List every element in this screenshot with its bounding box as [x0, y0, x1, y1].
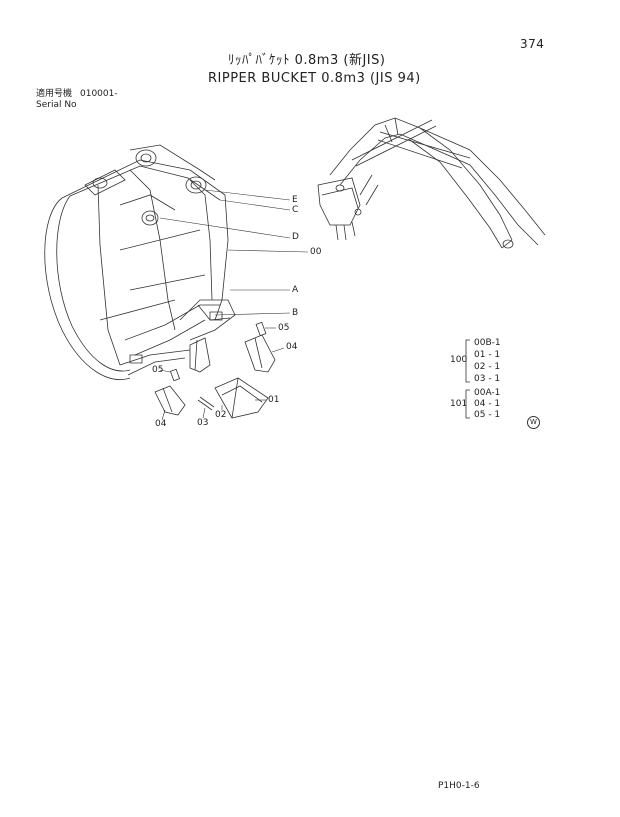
callout-e: E: [292, 195, 298, 205]
assembly-101-item: 05 - 1: [474, 410, 501, 420]
assembly-group-100: 100: [450, 355, 468, 365]
title-japanese: ﾘｯﾊﾟﾊﾞｹｯﾄ 0.8m3 (新JIS): [228, 53, 386, 68]
callout-c: C: [292, 205, 299, 215]
callout-03: 03: [197, 418, 209, 428]
assembly-100-item: 01 - 1: [474, 350, 501, 360]
assembly-group-101: 101: [450, 399, 468, 409]
callout-d: D: [292, 232, 299, 242]
assembly-100-item: 03 - 1: [474, 374, 501, 384]
assembly-100-item: 02 - 1: [474, 362, 501, 372]
assembly-brackets: [466, 340, 470, 418]
ripper-bucket-body: [45, 145, 235, 380]
tooth-parts: [155, 322, 275, 418]
serial-value: 010001-: [80, 89, 118, 99]
callout-b: B: [292, 308, 299, 318]
serial-label-en: Serial No: [36, 100, 77, 110]
assembly-100-item: 00B-1: [474, 338, 501, 348]
title-english: RIPPER BUCKET 0.8m3 (JIS 94): [208, 71, 421, 86]
callout-01: 01: [268, 395, 280, 405]
w-mark-icon: W: [527, 416, 540, 429]
assembly-101-item: 04 - 1: [474, 399, 501, 409]
callout-02: 02: [215, 410, 227, 420]
serial-label-jp: 適用号機: [36, 89, 73, 99]
excavator-inset: [318, 118, 545, 248]
page-number: 374: [520, 37, 545, 51]
callout-00: 00: [310, 247, 322, 257]
callout-05-right: 05: [278, 323, 290, 333]
callout-04-left: 04: [155, 419, 167, 429]
callout-04-right: 04: [286, 342, 298, 352]
assembly-101-item: 00A-1: [474, 388, 501, 398]
callout-a: A: [292, 285, 299, 295]
footer-code: P1H0-1-6: [438, 781, 480, 791]
leader-lines: [160, 190, 308, 420]
callout-05-left: 05: [152, 365, 164, 375]
